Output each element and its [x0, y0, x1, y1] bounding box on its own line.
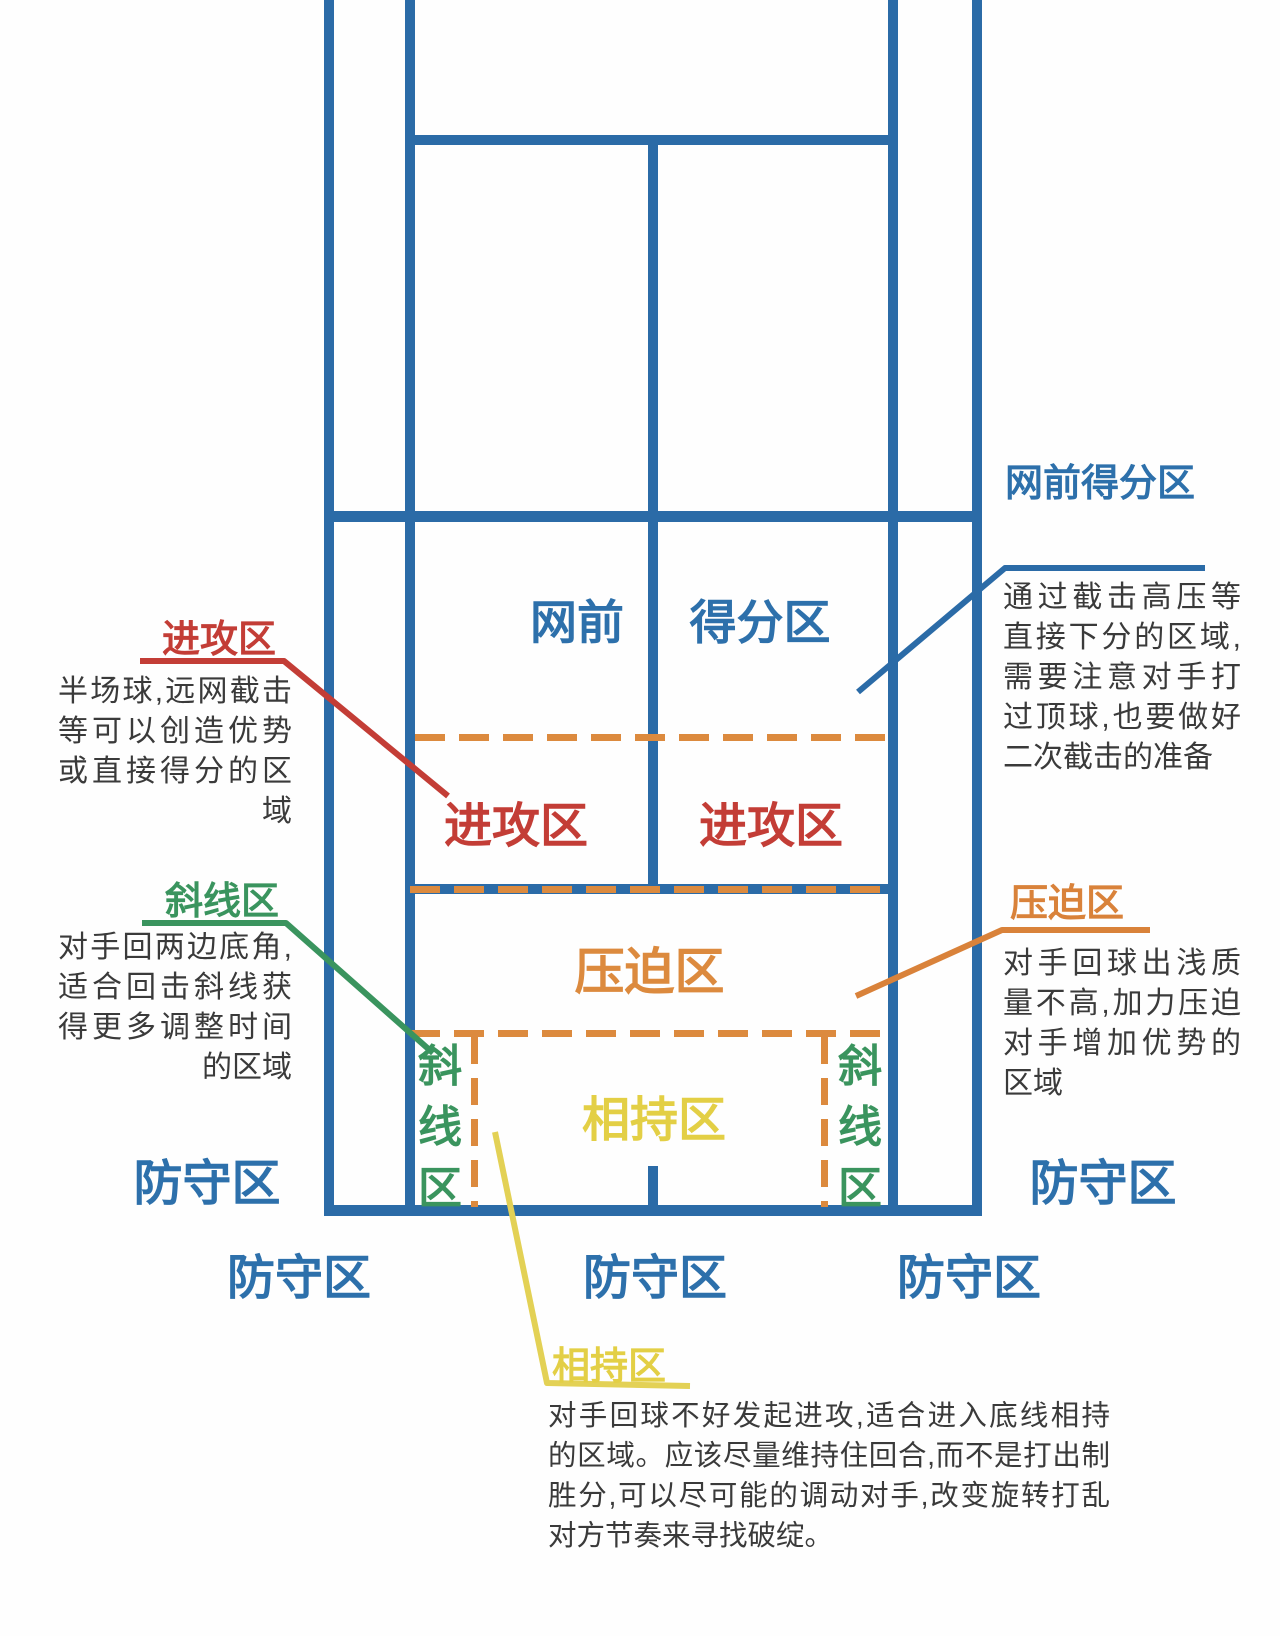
annotation-text-line: 对手回两边底角, — [58, 931, 292, 964]
zone-label-defense-bottom-left: 防守区 — [226, 1252, 371, 1305]
net-front-annotation-title: 网前得分区 — [1005, 463, 1196, 505]
rally-zone-dashed-left — [471, 1037, 478, 1207]
zone-label-scoring: 得分区 — [689, 596, 831, 649]
annotation-text-line: 或直接得分的区 — [58, 755, 292, 788]
annotation-text-line: 域 — [262, 795, 292, 828]
annotation-text-line: 对手回球出浅质 — [1003, 947, 1241, 980]
zone-label-defense-bottom-right: 防守区 — [896, 1252, 1041, 1305]
zone-label-crosscourt-right: 斜线区 — [838, 1042, 882, 1213]
pressure-annotation-title: 压迫区 — [1010, 883, 1125, 925]
annotation-text-line: 通过截击高压等 — [1003, 581, 1241, 614]
attack-annotation-text: 半场球,远网截击 等可以创造优势 或直接得分的区 域 — [58, 672, 292, 832]
rally-zone-dashed-right — [821, 1037, 828, 1207]
annotation-text-line: 对方节奏来寻找破绽。 — [548, 1520, 834, 1552]
pressure-annotation-text: 对手回球出浅质 量不高,加力压迫 对手增加优势的 区域 — [1003, 944, 1241, 1104]
rally-annotation-text: 对手回球不好发起进攻,适合进入底线相持 的区域。应该尽量维持住回合,而不是打出制… — [548, 1396, 1110, 1556]
annotation-text-line: 等可以创造优势 — [58, 715, 292, 748]
zone-label-attack-right: 进攻区 — [698, 800, 843, 853]
annotation-text-line: 胜分,可以尽可能的调动对手,改变旋转打乱 — [548, 1480, 1110, 1512]
annotation-text-line: 对手回球不好发起进攻,适合进入底线相持 — [548, 1400, 1110, 1432]
annotation-text-line: 需要注意对手打 — [1003, 661, 1241, 694]
annotation-text-line: 的区域。应该尽量维持住回合,而不是打出制 — [548, 1440, 1110, 1472]
annotation-text-line: 过顶球,也要做好 — [1003, 701, 1241, 734]
annotation-text-line: 适合回击斜线获 — [58, 971, 292, 1004]
left-doubles-sideline — [324, 0, 334, 1216]
zone-label-rally: 相持区 — [581, 1094, 726, 1147]
right-doubles-sideline — [972, 0, 982, 1216]
net-front-annotation-text: 通过截击高压等 直接下分的区域, 需要注意对手打 过顶球,也要做好 二次截击的准… — [1003, 578, 1241, 778]
rally-annotation-title: 相持区 — [552, 1346, 667, 1388]
annotation-text-line: 量不高,加力压迫 — [1003, 987, 1241, 1020]
annotation-text-line: 的区域 — [202, 1051, 292, 1084]
net-line — [324, 511, 982, 522]
zone-label-defense-side-left: 防守区 — [133, 1157, 281, 1211]
attack-annotation-title: 进攻区 — [161, 619, 276, 661]
attack-zone-dashed-divider — [415, 734, 893, 741]
annotation-text-line: 对手增加优势的 — [1003, 1027, 1241, 1060]
zone-label-attack-left: 进攻区 — [443, 800, 588, 853]
crosscourt-annotation-text: 对手回两边底角, 适合回击斜线获 得更多调整时间 的区域 — [58, 928, 292, 1088]
annotation-text-line: 直接下分的区域, — [1003, 621, 1241, 654]
rally-zone-dashed-top — [410, 1030, 894, 1037]
annotation-text-line: 得更多调整时间 — [58, 1011, 292, 1044]
zone-label-defense-side-right: 防守区 — [1029, 1157, 1177, 1211]
zone-label-crosscourt-left: 斜线区 — [418, 1042, 462, 1213]
annotation-text-line: 区域 — [1003, 1067, 1063, 1100]
zone-label-defense-bottom-center: 防守区 — [582, 1252, 727, 1305]
annotation-text-line: 二次截击的准备 — [1003, 741, 1213, 774]
zone-label-net-front: 网前 — [530, 596, 624, 649]
zone-label-pressure: 压迫区 — [574, 944, 725, 1000]
annotation-text-line: 半场球,远网截击 — [58, 675, 292, 708]
service-line-dashed-overlay — [410, 886, 894, 893]
center-mark — [648, 1166, 658, 1210]
left-singles-sideline — [405, 0, 415, 1216]
crosscourt-annotation-title: 斜线区 — [164, 881, 279, 923]
